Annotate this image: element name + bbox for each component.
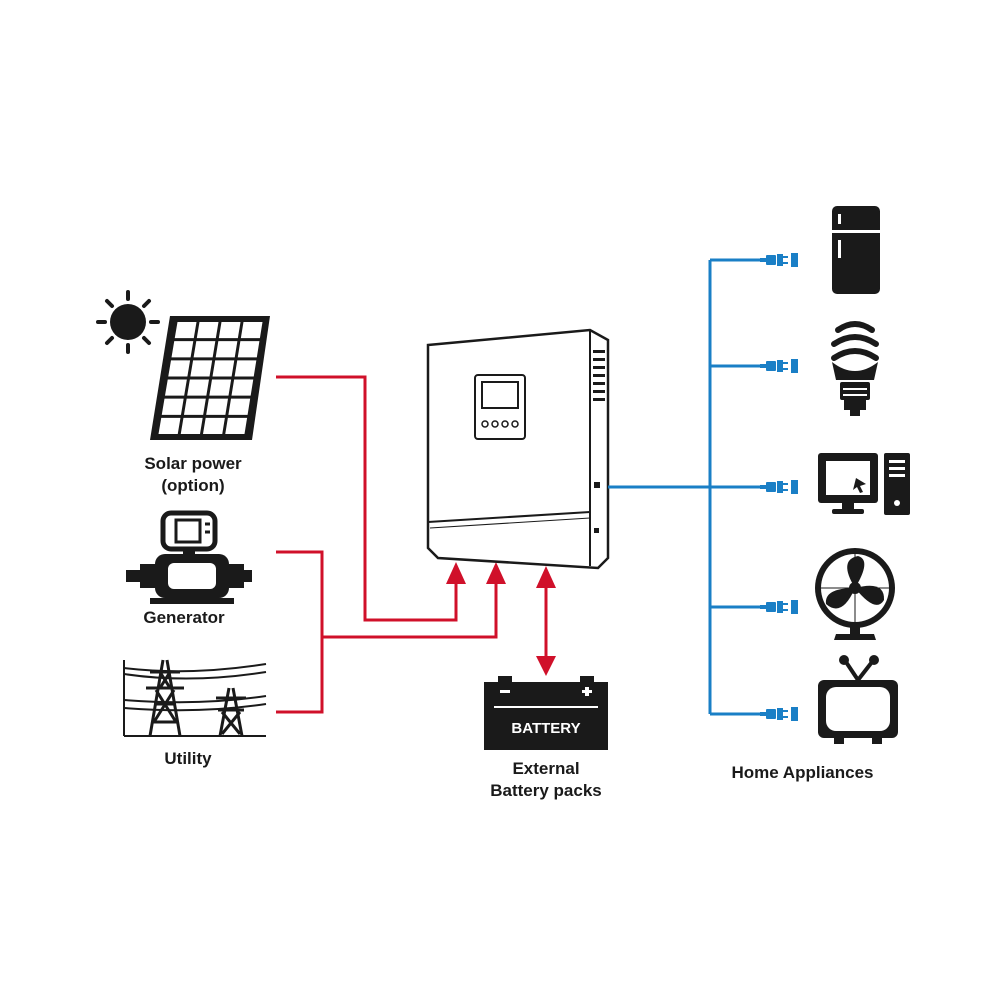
solar-cell (187, 379, 210, 396)
utility-label: Utility (128, 748, 248, 770)
generator-icon (126, 510, 252, 604)
solar-cell (228, 398, 251, 415)
solar-label-line1: Solar power (144, 454, 242, 473)
output-connection-lines (608, 258, 760, 716)
battery-label-line2: Battery packs (490, 781, 602, 800)
solar-cell (237, 341, 260, 358)
solar-cell (180, 417, 203, 434)
solar-cell (190, 360, 213, 377)
solar-cell (196, 322, 219, 339)
sun-icon (96, 290, 160, 354)
solar-cell (174, 322, 197, 339)
solar-cell (161, 398, 184, 415)
home-appliances-label-text: Home Appliances (731, 763, 874, 782)
solar-cell (165, 379, 187, 396)
inverter-icon (426, 328, 610, 570)
computer-icon (818, 453, 910, 515)
solar-cell (240, 322, 263, 339)
battery-label-line1: External (512, 759, 580, 778)
solar-cell (215, 341, 238, 358)
solar-cell (168, 360, 191, 377)
solar-cell (206, 398, 229, 415)
solar-cell (209, 379, 232, 396)
input-connection-lines (276, 375, 548, 714)
solar-cell (218, 322, 241, 339)
solar-label-line2: (option) (161, 476, 225, 495)
battery-icon: BATTERY (484, 676, 608, 750)
solar-panel-icon (150, 316, 270, 440)
solar-cell (225, 417, 248, 434)
generator-label: Generator (114, 607, 254, 629)
generator-label-text: Generator (143, 608, 225, 627)
solar-cell (231, 379, 254, 396)
solar-cell (203, 417, 225, 434)
bulb-icon (831, 321, 879, 416)
solar-cell (158, 417, 181, 434)
home-appliances-label: Home Appliances (700, 762, 905, 784)
utility-label-text: Utility (164, 749, 212, 768)
fan-icon (815, 548, 895, 640)
battery-label: External Battery packs (466, 758, 626, 802)
solar-cell (193, 341, 216, 358)
solar-cell (234, 360, 257, 377)
power-tower-icon (123, 658, 267, 737)
tv-icon (818, 655, 898, 744)
plug-icon (760, 253, 798, 721)
input-arrowheads (446, 562, 556, 676)
solar-cell (183, 398, 206, 415)
solar-cell (171, 341, 194, 358)
solar-cell (212, 360, 235, 377)
battery-text: BATTERY (511, 720, 580, 737)
solar-label: Solar power (option) (118, 453, 268, 497)
refrigerator-icon (832, 206, 880, 294)
